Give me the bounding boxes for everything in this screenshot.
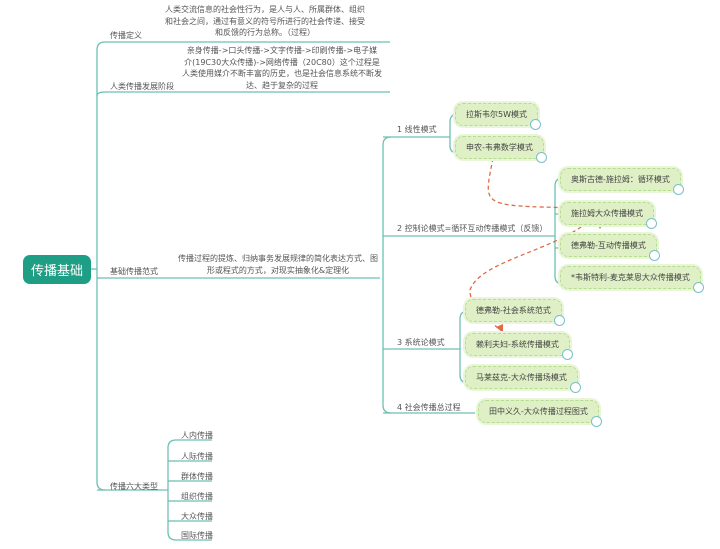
desc-line: 达、趋于复杂的过程 — [246, 80, 318, 90]
branch-types[interactable]: 传播六大类型 — [110, 482, 158, 491]
desc-line: 介(19C30大众传播)->网络传播（20C80）这个过程是 — [184, 57, 380, 67]
branch-paradigm[interactable]: 基础传播范式 — [110, 267, 158, 276]
model-node[interactable]: *韦斯特利-麦克莱恩大众传播模式 — [560, 266, 704, 293]
node-label: 施拉姆大众传播模式 — [571, 209, 643, 218]
node-label: 申农-韦弗数学模式 — [466, 143, 533, 152]
model-cybernetic[interactable]: 2 控制论模式=循环互动传播模式（反馈） — [397, 224, 548, 233]
node-label: 奥斯古德-施拉姆：循环模式 — [571, 175, 670, 184]
desc-line: 和反馈的行为总称。（过程） — [215, 28, 315, 37]
model-node[interactable]: 奥斯古德-施拉姆：循环模式 — [560, 168, 684, 195]
note-icon[interactable] — [646, 218, 657, 229]
root-node[interactable]: 传播基础 — [23, 255, 91, 284]
note-icon[interactable] — [648, 250, 660, 261]
branch-definition[interactable]: 传播定义 — [110, 31, 142, 40]
desc-line: 人类使用媒介不断丰富的历史，也是社会信息系统不断发 — [182, 69, 382, 78]
note-icon[interactable] — [569, 382, 581, 393]
node-label: 田中义久-大众传播过程图式 — [489, 407, 588, 416]
type-item[interactable]: 大众传播 — [181, 512, 213, 521]
type-item[interactable]: 人际传播 — [181, 452, 213, 461]
node-label: *韦斯特利-麦克莱恩大众传播模式 — [571, 273, 690, 282]
model-node[interactable]: 施拉姆大众传播模式 — [560, 202, 657, 229]
desc-line: 传播过程的提炼、归纳事务发展规律的简化表达方式、图 — [178, 254, 378, 263]
node-label: 拉斯韦尔5W模式 — [466, 110, 527, 119]
model-node[interactable]: 马莱兹克-大众传播场模式 — [465, 366, 581, 393]
model-social-process[interactable]: 4 社会传播总过程 — [397, 403, 461, 412]
model-node[interactable]: 拉斯韦尔5W模式 — [455, 103, 541, 130]
branch-stages[interactable]: 人类传播发展阶段 — [110, 82, 174, 91]
desc-line: 和社会之间，通过有意义的符号所进行的社会传递、接受 — [165, 16, 365, 26]
model-system[interactable]: 3 系统论模式 — [397, 338, 445, 347]
note-icon[interactable] — [553, 315, 565, 326]
model-node[interactable]: 德弗勒-社会系统范式 — [465, 299, 565, 326]
model-node[interactable]: 田中义久-大众传播过程图式 — [478, 400, 602, 427]
node-label: 赖利夫妇-系统传播模式 — [476, 340, 559, 349]
desc-line: 人类交流信息的社会性行为，是人与人、所属群体、组织 — [165, 5, 365, 14]
note-icon[interactable] — [590, 416, 602, 427]
note-icon[interactable] — [672, 184, 684, 195]
model-node[interactable]: 德弗勒-互动传播模式 — [560, 234, 660, 261]
note-icon[interactable] — [692, 282, 704, 293]
type-item[interactable]: 组织传播 — [181, 492, 213, 501]
definition-desc: 人类交流信息的社会性行为，是人与人、所属群体、组织 和社会之间，通过有意义的符号… — [165, 4, 365, 39]
node-label: 德弗勒-互动传播模式 — [571, 241, 646, 250]
note-icon[interactable] — [561, 349, 573, 360]
type-item[interactable]: 国际传播 — [181, 531, 213, 540]
paradigm-desc: 传播过程的提炼、归纳事务发展规律的简化表达方式、图 形或程式的方式，对现实抽象化… — [178, 253, 378, 276]
desc-line: 亲身传播->口头传播->文字传播->印刷传播->电子媒 — [186, 46, 378, 55]
stages-desc: 亲身传播->口头传播->文字传播->印刷传播->电子媒 介(19C30大众传播)… — [182, 45, 382, 91]
node-label: 德弗勒-社会系统范式 — [476, 306, 551, 315]
model-node[interactable]: 申农-韦弗数学模式 — [455, 136, 547, 163]
model-node[interactable]: 赖利夫妇-系统传播模式 — [465, 333, 573, 360]
model-linear[interactable]: 1 线性模式 — [397, 125, 437, 134]
note-icon[interactable] — [535, 152, 547, 163]
desc-line: 形或程式的方式，对现实抽象化&定理化 — [206, 265, 350, 275]
node-label: 马莱兹克-大众传播场模式 — [476, 373, 567, 382]
type-item[interactable]: 人内传播 — [181, 431, 213, 440]
type-item[interactable]: 群体传播 — [181, 472, 213, 481]
note-icon[interactable] — [530, 119, 541, 130]
